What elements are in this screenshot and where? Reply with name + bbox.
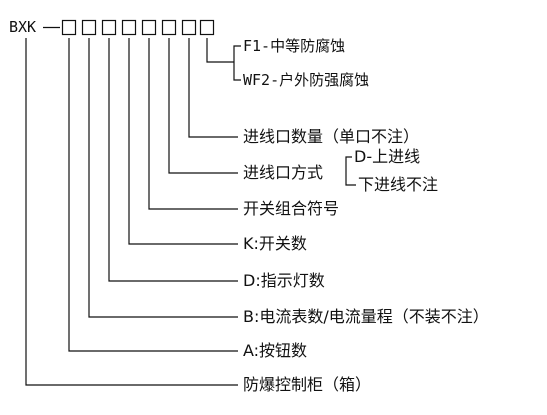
label-inlet-count: 进线口数量（单口不注） bbox=[243, 127, 420, 146]
bracket-inlet-method bbox=[345, 156, 356, 186]
label-switch-combo: 开关组合符号 bbox=[243, 199, 340, 218]
code-box-4 bbox=[121, 19, 137, 36]
label-d: D:指示灯数 bbox=[243, 271, 325, 290]
label-top-inlet: D-上进线 bbox=[354, 147, 421, 166]
leader-b bbox=[88, 38, 238, 318]
label-bottom-inlet: 下进线不注 bbox=[358, 175, 439, 194]
code-box-1 bbox=[61, 19, 77, 36]
code-box-2 bbox=[81, 19, 97, 36]
leader-inlet-count bbox=[188, 38, 238, 138]
label-k: K:开关数 bbox=[243, 234, 307, 253]
label-inlet-method: 进线口方式 bbox=[243, 163, 324, 182]
label-a: A:按钮数 bbox=[243, 341, 308, 360]
code-box-7 bbox=[181, 19, 197, 36]
code-box-5 bbox=[141, 19, 157, 36]
bracket-anticorrosion bbox=[233, 45, 241, 81]
leader-switch-combo bbox=[148, 38, 238, 210]
leader-k bbox=[128, 38, 238, 245]
leader-anticorrosion bbox=[206, 38, 234, 63]
label-wf2: WF2-户外防强腐蚀 bbox=[243, 71, 370, 89]
leader-inlet-method bbox=[168, 38, 238, 174]
leader-d bbox=[108, 38, 238, 282]
model-prefix: BXK bbox=[9, 18, 37, 36]
code-box-8 bbox=[199, 19, 215, 36]
code-box-6 bbox=[161, 19, 177, 36]
label-f1: F1-中等防腐蚀 bbox=[243, 37, 346, 55]
code-box-3 bbox=[101, 19, 117, 36]
label-b: B:电流表数/电流量程（不装不注） bbox=[243, 307, 489, 326]
label-cabinet: 防爆控制柜（箱） bbox=[243, 375, 372, 394]
leader-cabinet bbox=[25, 38, 238, 386]
leader-a bbox=[68, 38, 238, 352]
